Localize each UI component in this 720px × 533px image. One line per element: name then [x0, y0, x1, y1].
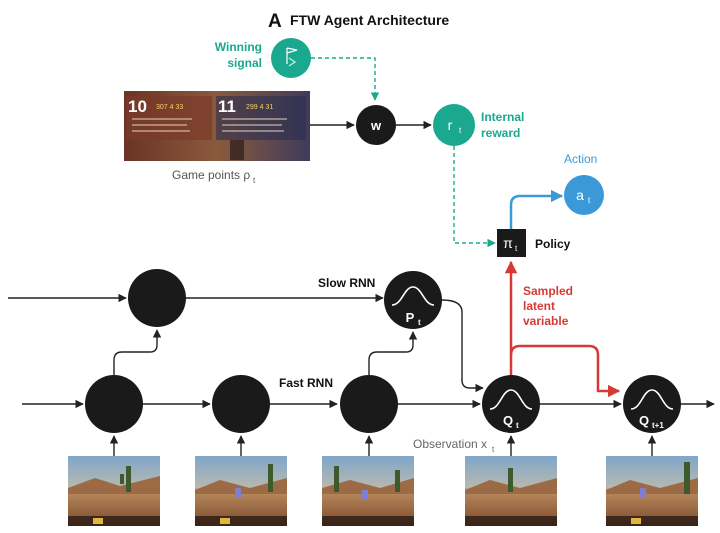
w-node [356, 105, 396, 145]
qt-next-node-subscript: t+1 [652, 421, 664, 430]
internal-reward-node [433, 104, 475, 146]
pt-node-label: P [406, 310, 415, 325]
observation-subscript: t [492, 445, 495, 454]
action-node-subscript: t [588, 196, 591, 205]
fast-to-slow-arrow-2 [368, 331, 418, 375]
action-node-label: a [576, 187, 584, 203]
scoreboard-left-stats: 307 4 33 [156, 104, 183, 111]
scoreboard-right-score: 11 [218, 97, 236, 116]
diagram-title: FTW Agent Architecture [290, 12, 449, 28]
r-node-subscript: t [459, 126, 462, 135]
policy-label: Policy [535, 237, 571, 251]
qt-next-node-label: Q [639, 413, 649, 428]
observation-label: Observation x [413, 437, 487, 451]
winning-signal-label-line2: signal [227, 56, 262, 70]
pt-node-subscript: t [418, 318, 421, 327]
qt-next-distribution-curve [630, 389, 674, 410]
reward-to-policy-arrow [453, 146, 496, 248]
fast-rnn-node-3 [340, 375, 398, 433]
flag-icon [286, 47, 298, 67]
winning-signal-node [271, 38, 311, 78]
r-node-label: r [448, 117, 453, 133]
fast-to-slow-arrow-1 [113, 329, 162, 375]
game-points-scoreboard: 10 11 307 4 33 299 4 31 [124, 91, 310, 161]
fast-rnn-node-1 [85, 375, 143, 433]
game-points-subscript: t [253, 176, 256, 185]
sampled-latent-label-line2: latent [523, 299, 555, 313]
panel-letter: A [268, 11, 282, 32]
pt-distribution-curve [391, 286, 435, 306]
policy-node-label: π [503, 235, 513, 251]
policy-node-subscript: t [515, 244, 518, 253]
game-points-label: Game points ρ [172, 168, 250, 182]
internal-reward-label-line1: Internal [481, 110, 524, 124]
pt-to-qt-arrow [441, 299, 484, 393]
qt-node-subscript: t [516, 421, 519, 430]
fast-rnn-node-2 [212, 375, 270, 433]
sampled-latent-label-line1: Sampled [523, 284, 573, 298]
action-node [564, 175, 604, 215]
observation-frame-3 [322, 456, 414, 526]
latent-to-next-arrow [509, 344, 621, 398]
slow-rnn-node-1 [128, 269, 186, 327]
observation-frame-1 [68, 456, 160, 526]
winning-signal-label-line1: Winning [215, 40, 262, 54]
qt-next-node [623, 375, 681, 433]
w-node-label: w [370, 118, 382, 133]
observation-frame-5 [606, 456, 698, 526]
scoreboard-right-stats: 299 4 31 [246, 104, 273, 111]
observation-frame-4 [465, 456, 557, 526]
slow-rnn-label: Slow RNN [318, 276, 375, 290]
internal-reward-label-line2: reward [481, 126, 520, 140]
slow-rnn-node-pt [384, 271, 442, 329]
action-label: Action [564, 152, 597, 166]
qt-node-label: Q [503, 413, 513, 428]
fast-rnn-label: Fast RNN [279, 376, 333, 390]
winning-signal-arrow [311, 57, 380, 101]
qt-node [482, 375, 540, 433]
policy-node [497, 229, 526, 257]
policy-to-action-arrow [509, 189, 564, 229]
observation-frame-2 [195, 456, 287, 526]
qt-distribution-curve [489, 389, 533, 410]
sampled-latent-label-line3: variable [523, 314, 569, 328]
scoreboard-left-score: 10 [128, 97, 147, 116]
